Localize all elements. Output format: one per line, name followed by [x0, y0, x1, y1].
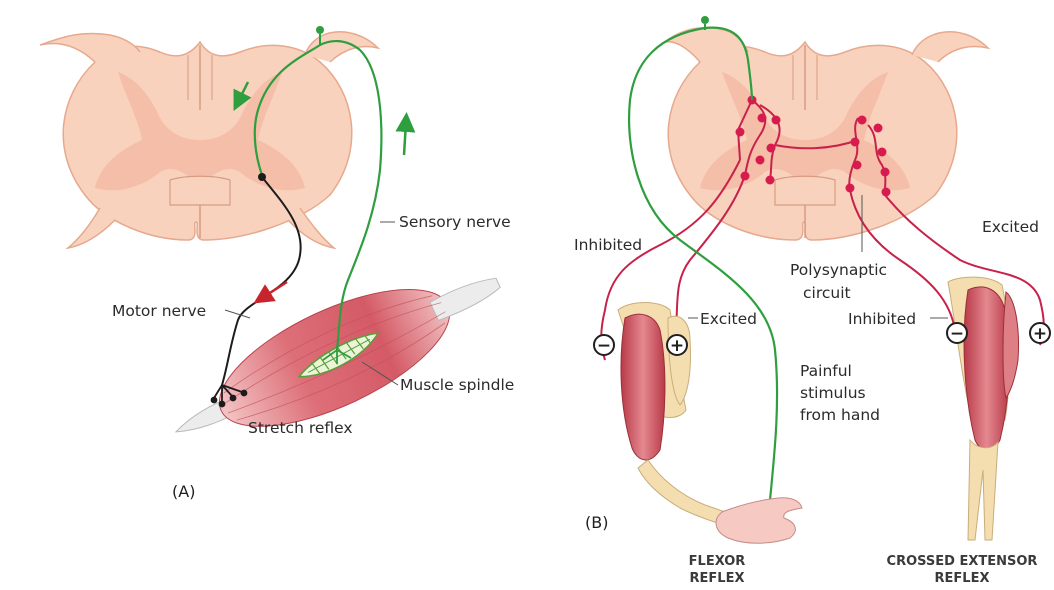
- ventral-fissure-a: [170, 176, 230, 205]
- panel-a-tag: (A): [172, 482, 195, 501]
- label-polysynaptic-2: circuit: [803, 284, 851, 302]
- flexor-arm: [618, 303, 802, 544]
- label-inhibited-right: Inhibited: [848, 310, 916, 328]
- label-stretch-reflex: Stretch reflex: [248, 419, 353, 437]
- label-painful-3: from hand: [800, 406, 880, 424]
- plus-sign-right: +: [1030, 323, 1050, 344]
- shin-bones-right: [968, 440, 998, 540]
- label-crossed-1: CROSSED EXTENSOR: [887, 554, 1038, 569]
- hand-left: [716, 498, 802, 543]
- label-flexor-2: REFLEX: [690, 571, 745, 586]
- plus-glyph-left: +: [670, 336, 684, 356]
- label-sensory-nerve: Sensory nerve: [399, 213, 511, 231]
- arrow-down-red-a: [262, 282, 287, 298]
- label-painful-2: stimulus: [800, 384, 866, 402]
- plus-glyph-right: +: [1033, 324, 1047, 344]
- label-inhibited-left: Inhibited: [574, 236, 642, 254]
- extensor-leg: [948, 277, 1019, 540]
- dorsal-root-right-b: [912, 32, 988, 62]
- motor-neuron-body-a: [258, 173, 266, 181]
- panel-b-tag: (B): [585, 513, 608, 532]
- label-excited-right: Excited: [982, 218, 1039, 236]
- spinal-cord-a: [40, 32, 378, 248]
- minus-sign-right: −: [947, 323, 967, 344]
- spinal-cord-b: [665, 27, 988, 240]
- label-polysynaptic-1: Polysynaptic: [790, 261, 887, 279]
- panel-b: − + − + Inhibited Excited Polysynaptic c…: [574, 16, 1050, 586]
- ventral-root-right-a: [288, 208, 334, 248]
- label-painful-1: Painful: [800, 362, 852, 380]
- minus-sign-left: −: [594, 335, 614, 356]
- arrow-up-green-a: [404, 122, 406, 155]
- minus-glyph-right: −: [950, 324, 964, 344]
- biceps-left: [621, 314, 665, 460]
- hamstring-right: [1003, 292, 1019, 398]
- label-motor-nerve: Motor nerve: [112, 302, 206, 320]
- quadriceps-right: [964, 287, 1009, 450]
- sensory-ganglion-b: [701, 16, 709, 24]
- ventral-fissure-b: [775, 176, 835, 205]
- label-crossed-2: REFLEX: [935, 571, 990, 586]
- label-excited-left: Excited: [700, 310, 757, 328]
- panel-a: Sensory nerve Motor nerve Muscle spindle…: [40, 26, 518, 501]
- plus-sign-left: +: [667, 335, 687, 356]
- label-flexor-1: FLEXOR: [689, 554, 746, 569]
- leader-motor-a: [225, 310, 250, 318]
- minus-glyph-left: −: [597, 336, 611, 356]
- label-muscle-spindle: Muscle spindle: [400, 376, 514, 394]
- sensory-ganglion-a: [316, 26, 324, 34]
